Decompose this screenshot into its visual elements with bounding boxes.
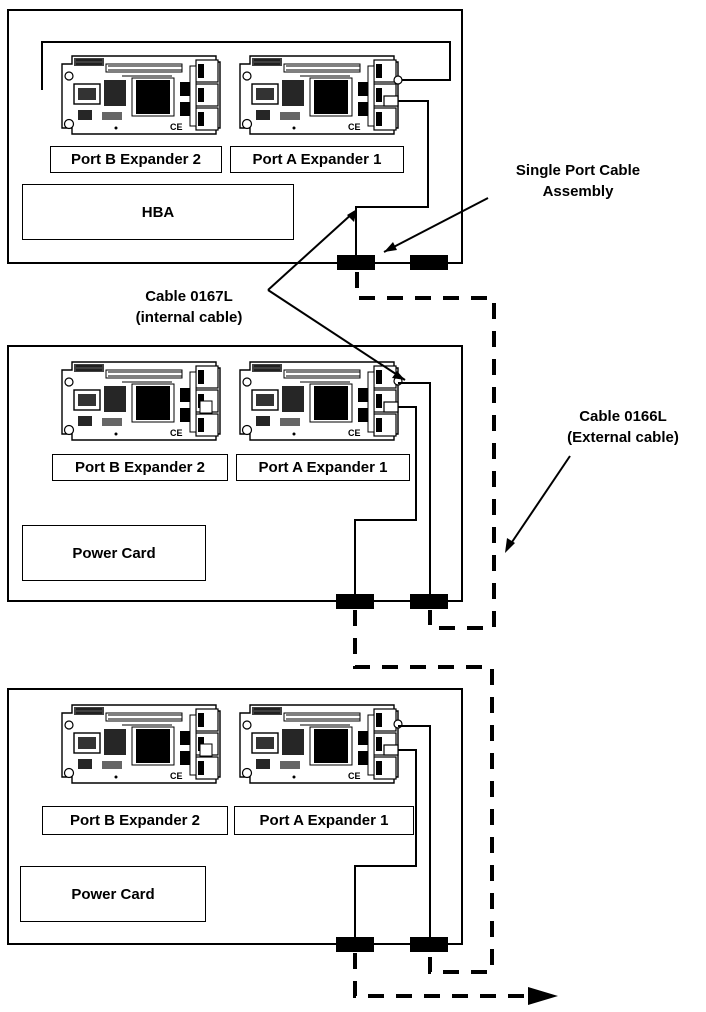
power-card-label: Power Card (20, 866, 206, 922)
port-b-expander-label: Port B Expander 2 (50, 146, 222, 173)
callout-line: Single Port Cable (515, 162, 641, 179)
callout-line: (External cable) (567, 429, 679, 446)
port-a-expander-label: Port A Expander 1 (236, 454, 410, 481)
port-b-expander-label: Port B Expander 2 (52, 454, 228, 481)
callout-line: Assembly (542, 183, 614, 200)
single-port-cable-callout: Single Port Cable Assembly (490, 160, 666, 202)
internal-cable-callout: Cable 0167L (internal cable) (104, 286, 274, 328)
port-b-expander-label: Port B Expander 2 (42, 806, 228, 835)
callout-line: Cable 0166L (579, 408, 667, 425)
hba-card-label: HBA (22, 184, 294, 240)
external-cable-callout: Cable 0166L (External cable) (548, 406, 698, 448)
callout-line: Cable 0167L (145, 288, 233, 305)
callout-line: (internal cable) (135, 309, 243, 326)
port-a-expander-label: Port A Expander 1 (230, 146, 404, 173)
port-a-expander-label: Port A Expander 1 (234, 806, 414, 835)
power-card-label: Power Card (22, 525, 206, 581)
